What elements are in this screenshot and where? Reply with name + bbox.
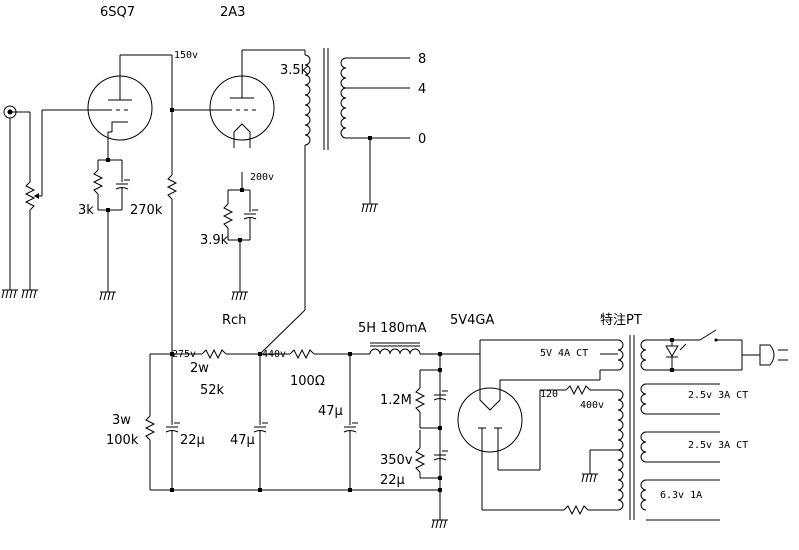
power-transformer: 特注PT 5V 4A CT 120 400v — [540, 313, 788, 521]
label-22u-a: 22μ — [180, 433, 205, 448]
label-6sq7: 6SQ7 — [100, 5, 135, 20]
filter-network: 3w 100k 22μ 47μ 47μ — [106, 354, 448, 529]
label-3w: 3w — [112, 413, 131, 428]
label-400v: 400v — [580, 400, 604, 411]
output-transformer: 3.5k 8 4 0 — [280, 48, 426, 310]
label-2-5v-a: 2.5v 3A CT — [688, 390, 748, 401]
rectifier-5v4ga: 5V4GA — [440, 313, 600, 511]
tube-2a3: 2A3 — [209, 5, 305, 148]
label-120: 120 — [540, 389, 558, 400]
label-150v: 150v — [174, 50, 198, 61]
label-100k: 100k — [106, 433, 139, 448]
label-100ohm: 100Ω — [290, 374, 325, 389]
label-1-2m: 1.2M — [380, 393, 412, 408]
label-6-3v: 6.3v 1A — [660, 490, 702, 501]
label-5v4ga: 5V4GA — [450, 313, 495, 328]
label-3-5k: 3.5k — [280, 63, 309, 78]
label-22u-b: 22μ — [380, 473, 405, 488]
label-tap-4: 4 — [418, 82, 426, 97]
plate-resistor-270k: 150v 270k — [130, 50, 212, 354]
label-tap-8: 8 — [418, 52, 426, 67]
b-plus-rail: 275v 440v Rch 2w 52k 100Ω 5H 180mA — [150, 309, 442, 398]
label-3k: 3k — [78, 203, 94, 218]
label-52k: 52k — [200, 383, 225, 398]
label-440v: 440v — [262, 349, 286, 360]
label-pt: 特注PT — [600, 313, 642, 328]
label-275v: 275v — [172, 349, 196, 360]
label-2-5v-b: 2.5v 3A CT — [688, 440, 748, 451]
label-3-9k: 3.9k — [200, 233, 229, 248]
label-2a3: 2A3 — [220, 5, 245, 20]
input-jack — [1, 105, 30, 299]
label-rch: Rch — [222, 313, 246, 328]
label-choke: 5H 180mA — [358, 321, 427, 336]
label-350v: 350v — [380, 453, 413, 468]
label-47u-b: 47μ — [318, 404, 343, 419]
cathode-network-2a3: 200v 3.9k — [200, 172, 274, 301]
cathode-network-6sq7: 3k — [78, 132, 130, 301]
label-tap-0: 0 — [418, 132, 426, 147]
tube-6sq7: 6SQ7 — [87, 5, 172, 141]
volume-potentiometer — [21, 109, 108, 299]
label-2w: 2w — [190, 361, 209, 376]
label-5v-4a-ct: 5V 4A CT — [540, 348, 588, 359]
label-200v: 200v — [250, 172, 274, 183]
label-47u-a: 47μ — [230, 433, 255, 448]
label-270k: 270k — [130, 203, 163, 218]
